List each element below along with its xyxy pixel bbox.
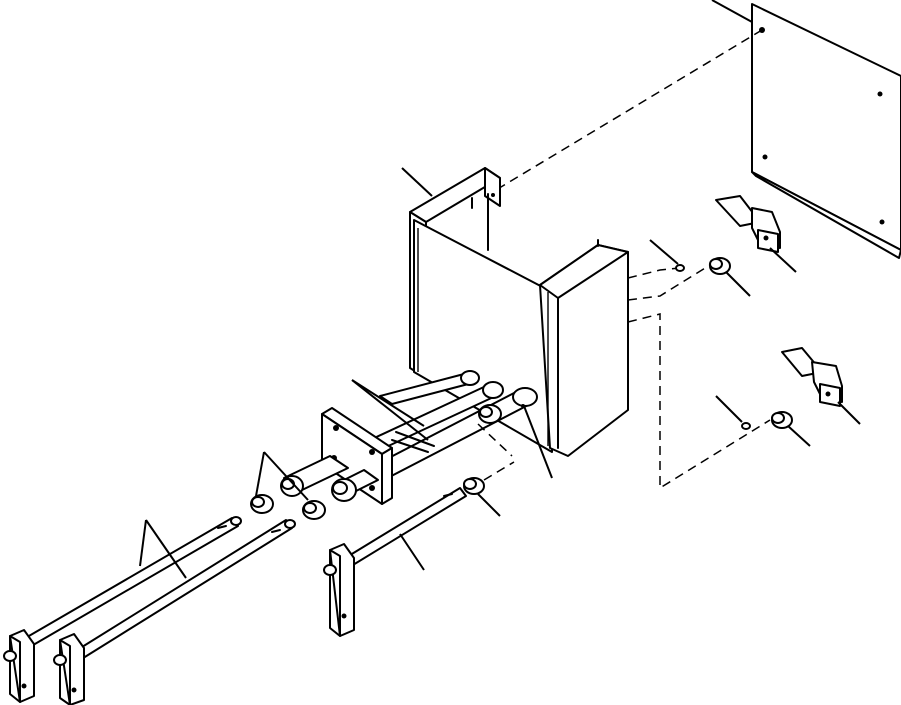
leader-line bbox=[145, 519, 187, 579]
leader-line bbox=[139, 519, 147, 567]
upper-tube bbox=[379, 370, 480, 405]
rod-assembly-center bbox=[323, 477, 485, 637]
tube-end-bushing bbox=[478, 404, 502, 424]
leader-line bbox=[711, 0, 753, 23]
pin bbox=[391, 439, 429, 453]
leader-line bbox=[837, 401, 861, 425]
leader-line bbox=[769, 247, 797, 273]
lower-bracket bbox=[781, 347, 843, 407]
centerline bbox=[483, 461, 515, 481]
centerline bbox=[627, 264, 711, 301]
leader-line bbox=[523, 405, 553, 479]
flange-plate bbox=[280, 407, 393, 505]
leader-line bbox=[715, 395, 743, 423]
left-bushing-lower bbox=[302, 500, 326, 520]
leader-line bbox=[787, 425, 811, 447]
rod-assembly-left bbox=[3, 516, 242, 703]
lower-bushing bbox=[771, 411, 793, 429]
leader-line bbox=[255, 451, 265, 497]
leader-line bbox=[351, 379, 425, 427]
leader-line bbox=[725, 271, 751, 297]
centerline bbox=[627, 267, 681, 279]
cover-plate bbox=[751, 3, 901, 259]
leader-line bbox=[399, 533, 425, 571]
upper-bushing bbox=[709, 257, 731, 275]
leader-line bbox=[263, 451, 309, 501]
upper-screw bbox=[675, 264, 685, 272]
lower-screw bbox=[741, 422, 751, 430]
centerline bbox=[477, 423, 513, 457]
centerline bbox=[627, 313, 771, 490]
centerline bbox=[495, 29, 763, 191]
leader-line bbox=[649, 239, 679, 265]
upper-bracket bbox=[715, 195, 781, 253]
left-bushing-upper bbox=[250, 494, 274, 514]
leader-line bbox=[477, 493, 501, 517]
leader-line bbox=[401, 167, 433, 197]
pin bbox=[395, 431, 435, 447]
rod-assembly-right bbox=[53, 519, 296, 705]
leader-line bbox=[351, 379, 429, 441]
